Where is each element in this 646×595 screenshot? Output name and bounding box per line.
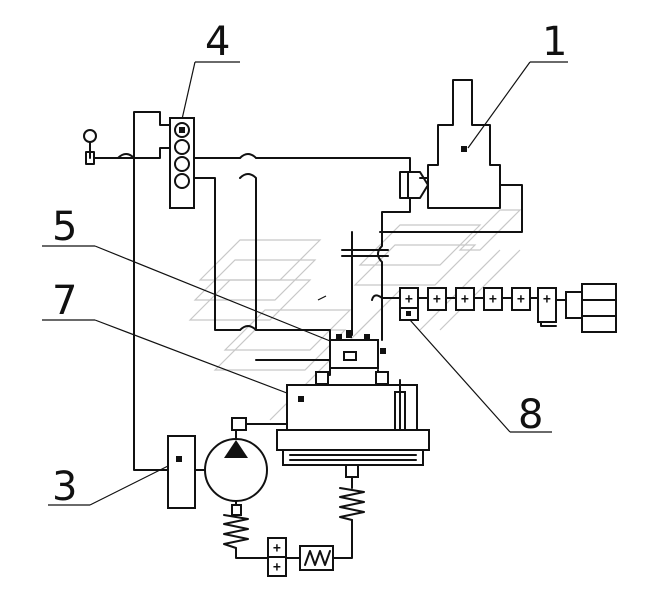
svg-text:+: + bbox=[543, 292, 551, 307]
callout-4: 4 bbox=[205, 19, 230, 65]
callout-labels: 4 1 5 7 3 8 bbox=[52, 19, 567, 510]
svg-text:+: + bbox=[433, 292, 441, 307]
svg-text:+: + bbox=[273, 560, 281, 575]
component-3-pump-unit bbox=[167, 417, 288, 559]
svg-text:+: + bbox=[273, 541, 281, 556]
callout-5: 5 bbox=[52, 204, 77, 250]
svg-text:+: + bbox=[461, 292, 469, 307]
pressure-gauge-icon bbox=[83, 129, 135, 165]
component-1-tank bbox=[379, 79, 523, 233]
component-4-valve-block bbox=[117, 111, 241, 471]
callout-1: 1 bbox=[542, 19, 567, 65]
component-5-control-valve bbox=[329, 330, 386, 369]
pipe-network bbox=[239, 153, 411, 361]
callout-3: 3 bbox=[52, 464, 77, 510]
bottom-check-valve: + + bbox=[267, 537, 334, 577]
leader-lines bbox=[42, 61, 568, 506]
component-8-valve-bank: + + + + + + bbox=[399, 283, 617, 333]
svg-text:+: + bbox=[517, 292, 525, 307]
motor-base bbox=[276, 429, 430, 559]
callout-8: 8 bbox=[518, 392, 543, 438]
svg-text:+: + bbox=[489, 292, 497, 307]
callout-7: 7 bbox=[52, 278, 77, 324]
svg-text:+: + bbox=[405, 292, 413, 307]
